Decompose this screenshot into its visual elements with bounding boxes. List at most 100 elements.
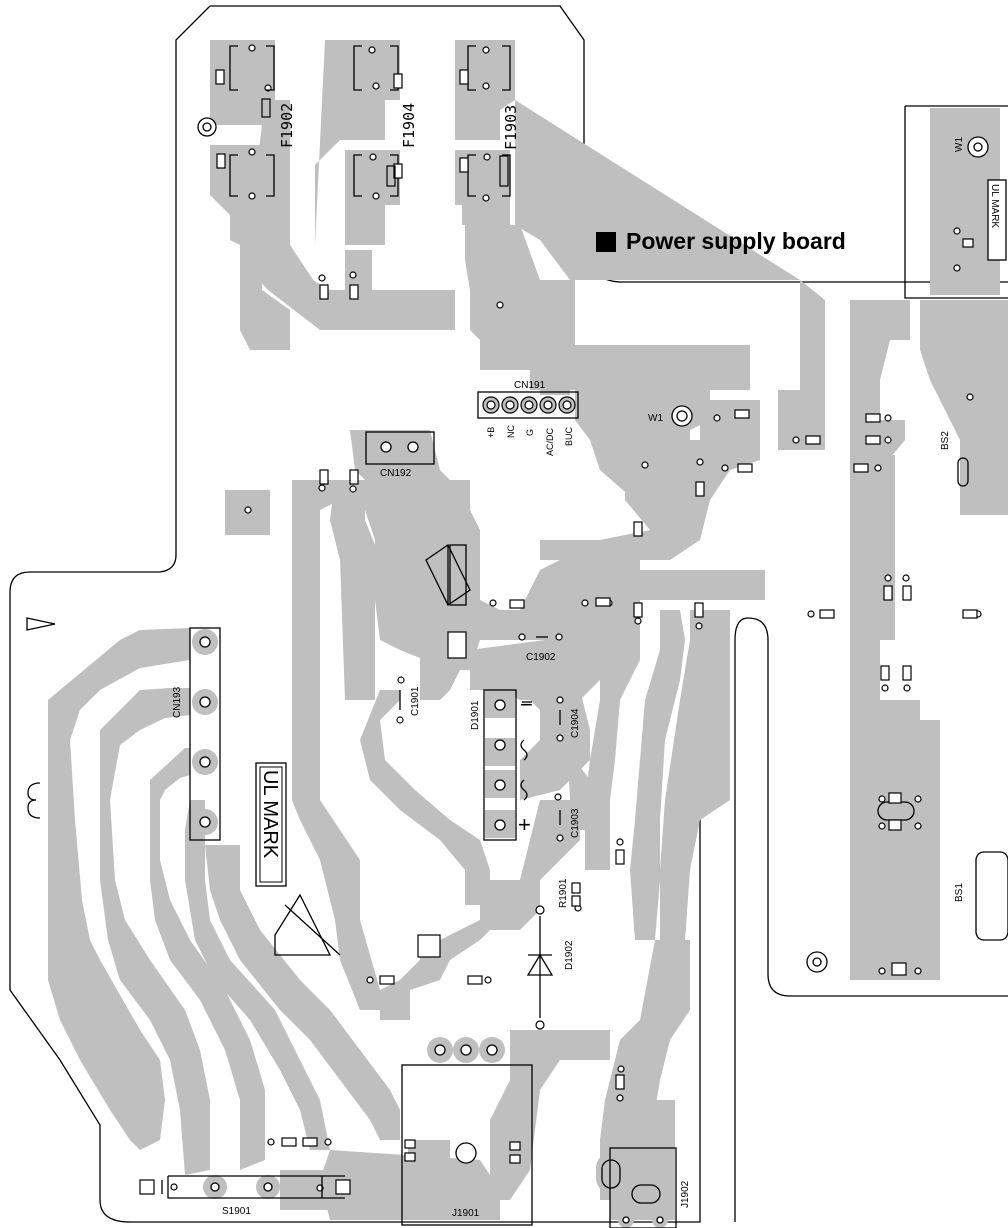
pad bbox=[713, 414, 721, 422]
pad bbox=[372, 192, 380, 200]
label-cn193: CN193 bbox=[172, 686, 183, 718]
pad bbox=[966, 393, 974, 401]
pad bbox=[695, 622, 703, 630]
label-c1901: C1901 bbox=[410, 686, 421, 716]
label-s1901: S1901 bbox=[222, 1206, 251, 1217]
label-r1901: R1901 bbox=[558, 878, 569, 908]
pad bbox=[248, 192, 256, 200]
ul-mark-main-text: UL MARK bbox=[259, 770, 281, 859]
pad bbox=[555, 633, 563, 641]
pad bbox=[807, 610, 815, 618]
pad bbox=[248, 44, 256, 52]
pad bbox=[884, 414, 892, 422]
polarity-plus: + bbox=[518, 812, 531, 837]
pad bbox=[482, 194, 490, 202]
label-pin-b: +B bbox=[486, 427, 496, 438]
pad bbox=[914, 967, 922, 975]
pad bbox=[484, 976, 492, 984]
pad bbox=[616, 1094, 624, 1102]
pad bbox=[170, 1183, 178, 1191]
pad bbox=[482, 82, 490, 90]
pad bbox=[489, 599, 497, 607]
label-w1-main: W1 bbox=[648, 413, 663, 424]
ul-mark-side: UL MARK bbox=[987, 179, 1007, 261]
label-j1902: J1902 bbox=[680, 1180, 691, 1208]
large-pads bbox=[189, 117, 989, 1228]
pad bbox=[953, 227, 961, 235]
ul-mark-main: UL MARK bbox=[255, 762, 287, 887]
polarity-minus: − bbox=[520, 692, 533, 717]
label-c1903: C1903 bbox=[570, 808, 581, 838]
board-title: Power supply board bbox=[596, 228, 846, 255]
pad bbox=[884, 574, 892, 582]
diode-symbol bbox=[526, 916, 554, 1018]
pad bbox=[483, 153, 491, 161]
label-pin-nc: NC bbox=[506, 425, 516, 438]
title-square-icon bbox=[596, 231, 616, 252]
label-cn191: CN191 bbox=[514, 380, 546, 391]
pad bbox=[556, 734, 564, 742]
pad bbox=[953, 264, 961, 272]
label-f1904: F1904 bbox=[400, 103, 418, 148]
label-c1902: C1902 bbox=[526, 652, 556, 663]
pad bbox=[881, 684, 889, 692]
copper-traces bbox=[48, 40, 1008, 1220]
labels: F1902 F1904 F1903 CN191 +B NC G AC/DC BU… bbox=[172, 103, 965, 1219]
pads bbox=[170, 44, 982, 1192]
pad bbox=[324, 1138, 332, 1146]
label-cn192: CN192 bbox=[380, 468, 412, 479]
pad bbox=[556, 696, 564, 704]
pad bbox=[366, 976, 374, 984]
label-f1902: F1902 bbox=[278, 103, 296, 148]
pad bbox=[349, 485, 357, 493]
label-pin-buc: BUC bbox=[564, 426, 574, 446]
pad bbox=[372, 82, 380, 90]
board-title-text: Power supply board bbox=[626, 228, 846, 254]
pad bbox=[903, 684, 911, 692]
label-j1901: J1901 bbox=[452, 1208, 480, 1219]
pad bbox=[318, 274, 326, 282]
pad bbox=[554, 793, 562, 801]
pad bbox=[518, 633, 526, 641]
pad bbox=[397, 676, 405, 684]
label-w1-side: W1 bbox=[954, 137, 965, 152]
pad bbox=[634, 617, 642, 625]
label-d1901: D1901 bbox=[470, 700, 481, 730]
pad bbox=[556, 834, 564, 842]
label-c1904: C1904 bbox=[570, 708, 581, 738]
pad bbox=[244, 506, 252, 514]
pad bbox=[641, 461, 649, 469]
pad bbox=[482, 46, 490, 54]
smd-pads bbox=[139, 69, 978, 1195]
pad bbox=[267, 1138, 275, 1146]
pad bbox=[535, 1020, 545, 1030]
pad bbox=[696, 458, 704, 466]
ul-mark-side-text: UL MARK bbox=[989, 184, 1000, 228]
pad bbox=[721, 464, 729, 472]
pad bbox=[878, 795, 886, 803]
fuse-holders bbox=[229, 45, 511, 197]
pad bbox=[496, 301, 504, 309]
pad bbox=[349, 271, 357, 279]
label-bs2: BS2 bbox=[940, 431, 951, 450]
pad bbox=[535, 905, 545, 915]
pad bbox=[248, 148, 256, 156]
misc-marks bbox=[26, 544, 1008, 1199]
pad bbox=[792, 436, 800, 444]
label-bs1: BS1 bbox=[954, 883, 965, 902]
pad bbox=[874, 464, 882, 472]
pad bbox=[914, 822, 922, 830]
label-d1902: D1902 bbox=[564, 940, 575, 970]
pad bbox=[368, 46, 376, 54]
label-pin-g: G bbox=[525, 429, 535, 436]
pad bbox=[616, 838, 624, 846]
pad bbox=[884, 436, 892, 444]
pad bbox=[617, 1065, 625, 1073]
pad bbox=[914, 795, 922, 803]
pad bbox=[396, 716, 404, 724]
pad bbox=[878, 967, 886, 975]
pad bbox=[369, 153, 377, 161]
label-f1903: F1903 bbox=[502, 105, 520, 150]
pad bbox=[581, 599, 589, 607]
